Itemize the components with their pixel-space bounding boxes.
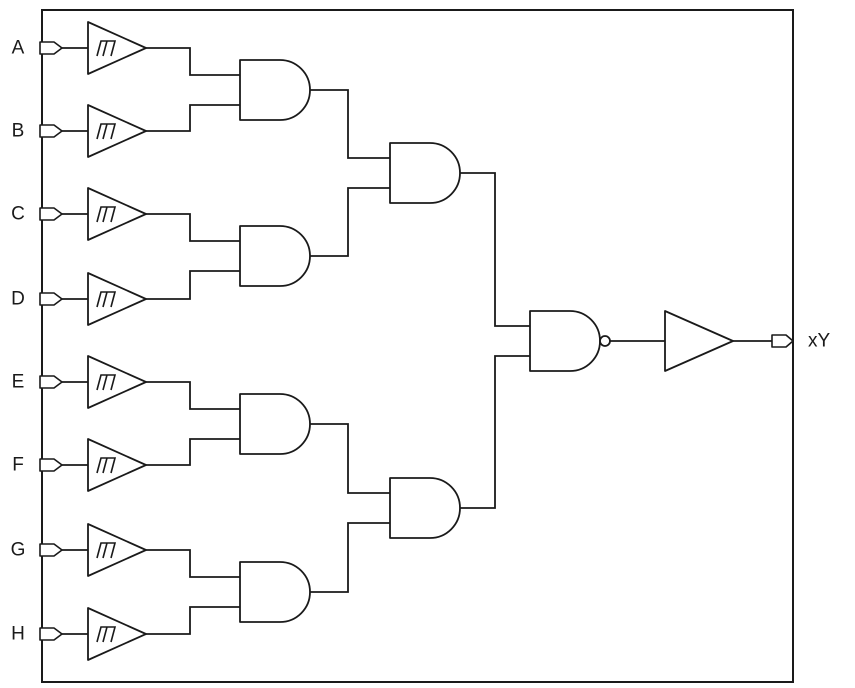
schmitt-buffer-icon [87, 272, 147, 326]
wire-and2-to-and5 [310, 187, 390, 257]
and-gate-ab-icon [239, 59, 311, 121]
schmitt-symbol-icon [96, 542, 117, 559]
output-buffer-icon [664, 310, 734, 372]
input-label-b: B [12, 121, 25, 142]
wire-and1-to-and5 [310, 89, 390, 159]
input-pin-icon [39, 543, 63, 557]
input-label-c: C [11, 204, 25, 225]
input-pin-icon [39, 207, 63, 221]
wire-and5-to-nand [460, 172, 530, 327]
schmitt-buffer-icon [87, 21, 147, 75]
input-pin-icon [39, 458, 63, 472]
schmitt-symbol-icon [96, 123, 117, 140]
nand-bubble-icon [599, 335, 611, 347]
wire-e-to-and3 [146, 381, 240, 410]
and-gate-gh-icon [239, 561, 311, 623]
schmitt-buffer-icon [87, 438, 147, 492]
input-pin-icon [39, 292, 63, 306]
input-pin-icon [39, 375, 63, 389]
chip-outline [41, 9, 794, 683]
and-gate-efgh-icon [389, 477, 461, 539]
wire-h-to-and4 [146, 606, 240, 635]
input-label-a: A [12, 38, 25, 59]
schmitt-symbol-icon [96, 457, 117, 474]
schmitt-buffer-icon [87, 355, 147, 409]
schmitt-symbol-icon [96, 291, 117, 308]
input-label-f: F [12, 455, 24, 476]
input-label-h: H [11, 624, 25, 645]
wire-b-to-and1 [146, 104, 240, 132]
input-label-e: E [12, 372, 25, 393]
schmitt-buffer-icon [87, 187, 147, 241]
wire-a-to-and1 [146, 47, 240, 76]
input-pin-icon [39, 124, 63, 138]
schmitt-symbol-icon [96, 40, 117, 57]
schmitt-symbol-icon [96, 206, 117, 223]
and-gate-cd-icon [239, 225, 311, 287]
wire-f-to-and3 [146, 438, 240, 466]
schmitt-buffer-icon [87, 104, 147, 158]
input-pin-icon [39, 627, 63, 641]
wire-and6-to-nand [460, 355, 530, 509]
nand-gate-icon [529, 310, 601, 372]
and-gate-abcd-icon [389, 142, 461, 204]
schmitt-buffer-icon [87, 523, 147, 577]
wire-c-to-and2 [146, 213, 240, 242]
schmitt-symbol-icon [96, 626, 117, 643]
schmitt-symbol-icon [96, 374, 117, 391]
wire-and4-to-and6 [310, 522, 390, 593]
output-pin-icon [771, 334, 794, 348]
wire-d-to-and2 [146, 270, 240, 300]
wire-g-to-and4 [146, 549, 240, 578]
input-pin-icon [39, 41, 63, 55]
input-label-g: G [11, 540, 26, 561]
output-label: xY [808, 331, 831, 352]
and-gate-ef-icon [239, 393, 311, 455]
schmitt-buffer-icon [87, 607, 147, 661]
input-label-d: D [11, 289, 25, 310]
wire-and3-to-and6 [310, 423, 390, 494]
